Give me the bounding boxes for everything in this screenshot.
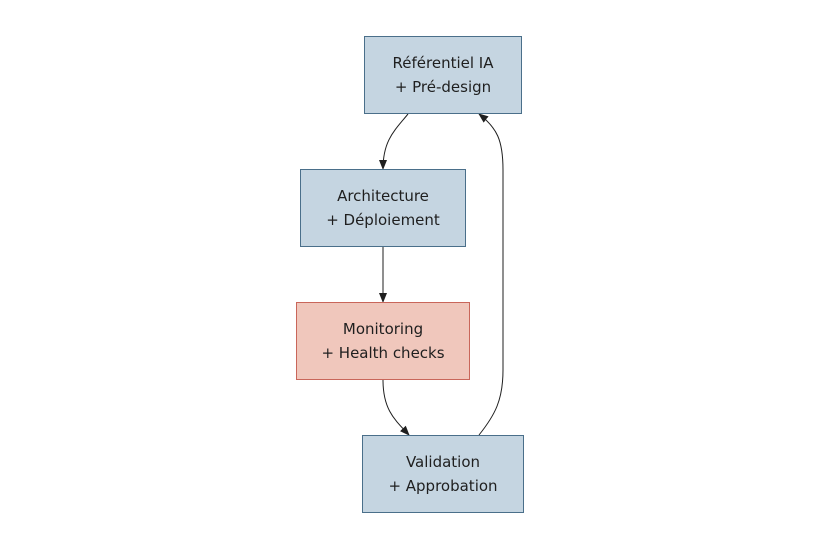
node-validation-line2: + Approbation: [388, 477, 498, 495]
edge-referentiel-to-architecture: [379, 113, 409, 170]
node-architecture-line1: Architecture: [337, 187, 429, 205]
node-referentiel-line2: + Pré-design: [394, 78, 492, 96]
node-monitoring: Monitoring + Health checks: [296, 302, 470, 380]
edge-validation-to-referentiel: [478, 113, 504, 436]
node-referentiel-ia: Référentiel IA + Pré-design: [364, 36, 522, 114]
node-referentiel-line1: Référentiel IA: [392, 54, 494, 72]
node-validation-line1: Validation: [405, 453, 481, 471]
node-validation: Validation + Approbation: [362, 435, 524, 513]
node-architecture-line2: + Déploiement: [326, 211, 440, 229]
node-monitoring-line1: Monitoring: [342, 320, 424, 338]
node-monitoring-line2: + Health checks: [321, 344, 445, 362]
node-architecture: Architecture + Déploiement: [300, 169, 466, 247]
edge-monitoring-to-validation: [382, 379, 410, 436]
